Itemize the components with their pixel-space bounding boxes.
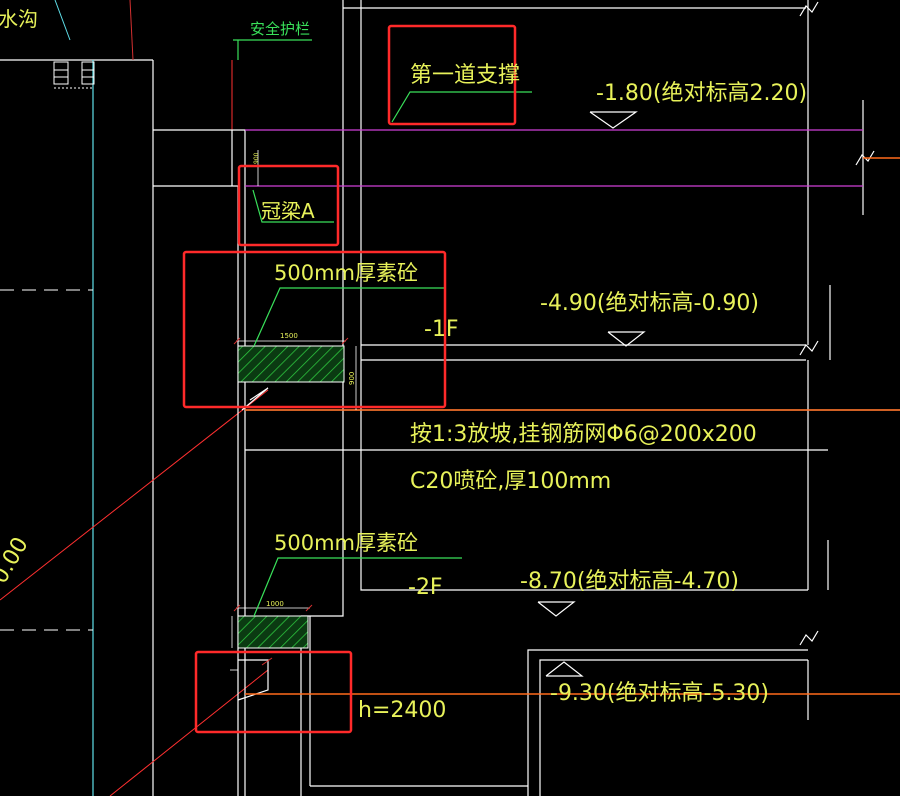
leader-lines: [233, 39, 532, 617]
pit-structure: [153, 0, 900, 796]
label-slope-note-2: C20喷砼,厚100mm: [410, 469, 611, 494]
highlight-box-pit: [194, 650, 353, 734]
highlight-box-concrete-top: [182, 250, 447, 409]
label-elev-b1: -4.90(绝对标高-0.90): [540, 291, 759, 316]
label-elev-top: -1.80(绝对标高2.20): [596, 81, 807, 106]
dimension-lines: [230, 150, 357, 671]
label-elev-pit: -9.30(绝对标高-5.30): [550, 681, 769, 706]
label-slope-ratio: 0.00: [0, 533, 34, 588]
label-pit-height: h=2400: [358, 698, 446, 723]
label-floor-b2: -2F: [408, 575, 443, 600]
label-crown-beam: 冠梁A: [261, 199, 315, 223]
label-floor-b1: -1F: [424, 317, 459, 342]
elevation-markers: [537, 111, 646, 677]
highlight-boxes: [182, 24, 517, 734]
break-marks: [799, 1, 875, 646]
label-safety-railing: 安全护栏: [250, 20, 310, 38]
retaining-wall-lines: [0, 0, 154, 796]
highlight-box-crown-beam: [237, 164, 340, 247]
dim-1500: 1500: [280, 332, 298, 340]
label-elev-b2: -8.70(绝对标高-4.70): [520, 569, 739, 594]
label-slope-note-1: 按1:3放坡,挂钢筋网Φ6@200x200: [410, 422, 757, 447]
label-plain-concrete-bottom: 500mm厚素砼: [274, 531, 418, 555]
plain-concrete-block-bottom: [237, 615, 309, 649]
drain-ditch-symbol: [53, 61, 95, 89]
dimension-ticks: [233, 337, 349, 666]
dim-900: 900: [348, 372, 356, 385]
dim-1000: 1000: [266, 600, 284, 608]
level-lines: [245, 129, 900, 695]
plain-concrete-block-top: [237, 345, 345, 383]
dim-900-crown: 900: [253, 152, 260, 164]
highlight-box-first-brace: [387, 24, 517, 126]
label-first-brace: 第一道支撑: [410, 63, 520, 88]
label-plain-concrete-top: 500mm厚素砼: [274, 261, 418, 285]
label-drain-ditch: 水沟: [0, 7, 38, 31]
slope-lines: [0, 60, 269, 796]
